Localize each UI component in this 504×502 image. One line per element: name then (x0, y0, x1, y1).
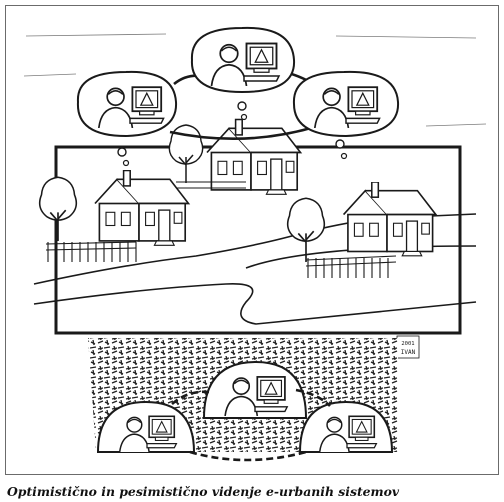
figure-caption: Optimistično in pesimistično videnje e-u… (7, 484, 400, 499)
signature-name: IVAN (401, 349, 416, 356)
fences (45, 181, 397, 278)
underground (88, 338, 398, 462)
house-center (206, 118, 302, 196)
thought-bubble-right (292, 70, 400, 160)
thought-bubble-left (76, 70, 178, 167)
sky-lines (23, 33, 487, 127)
cartoon-frame: 2001 IVAN (5, 5, 499, 475)
signature: 2001 IVAN (396, 335, 420, 359)
signature-year: 2001 (401, 341, 414, 347)
cartoon-illustration: 2001 IVAN (23, 26, 487, 462)
thought-bubble-center (190, 26, 296, 121)
